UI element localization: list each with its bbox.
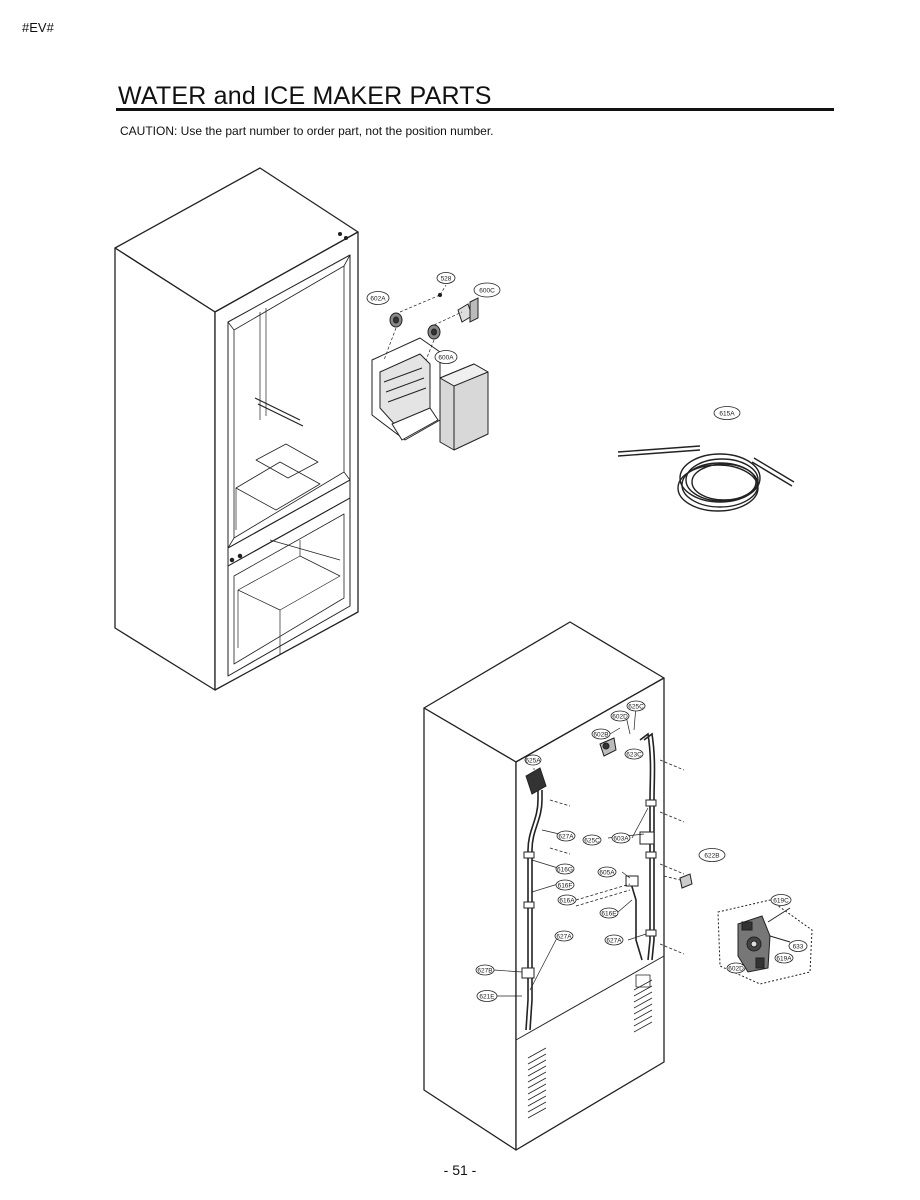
callout-603A: 603A <box>611 832 631 844</box>
callout-528: 528 <box>436 272 456 284</box>
callout-602D: 602D <box>610 710 630 722</box>
svg-text:625C: 625C <box>584 838 600 845</box>
page-number: - 51 - <box>443 1162 477 1178</box>
callout-627A-right: 627A <box>604 934 624 946</box>
svg-text:602D: 602D <box>728 966 744 973</box>
callout-600A: 600A <box>434 350 458 364</box>
svg-text:623C: 623C <box>626 752 642 759</box>
callout-616A: 616A <box>557 894 577 906</box>
svg-text:627A: 627A <box>558 834 574 841</box>
svg-text:528: 528 <box>441 276 452 283</box>
callout-600C: 600C <box>473 282 501 298</box>
callout-602B: 602B <box>591 728 611 740</box>
callout-621E: 621E <box>476 990 498 1002</box>
callout-623C: 623C <box>624 748 644 760</box>
caution-note: CAUTION: Use the part number to order pa… <box>120 124 494 138</box>
svg-text:622B: 622B <box>704 853 719 860</box>
svg-text:633: 633 <box>793 944 804 951</box>
svg-text:625C: 625C <box>628 704 644 711</box>
callout-602D-valve: 602D <box>726 962 746 974</box>
refrigerator-cabinet-rear <box>423 621 665 1151</box>
svg-text:615A: 615A <box>719 411 735 418</box>
callout-615A: 615A <box>713 406 741 420</box>
svg-text:616E: 616E <box>601 911 617 918</box>
svg-text:602B: 602B <box>593 732 608 739</box>
model-tag: #EV# <box>22 20 54 35</box>
callout-627A-middle: 627A <box>554 930 574 942</box>
svg-text:625A: 625A <box>525 758 541 765</box>
title-rule <box>116 108 834 111</box>
svg-text:600C: 600C <box>479 288 495 295</box>
callout-627A-upper: 627A <box>556 830 576 842</box>
svg-text:616A: 616A <box>559 898 575 905</box>
ice-maker-assembly <box>371 337 489 451</box>
callout-622B: 622B <box>698 848 726 862</box>
svg-text:602A: 602A <box>370 296 386 303</box>
callout-616E: 616E <box>599 907 619 919</box>
svg-text:627A: 627A <box>606 938 622 945</box>
callout-627B: 627B <box>475 964 495 976</box>
callout-616G: 616G <box>555 863 575 875</box>
callout-633: 633 <box>788 940 808 952</box>
svg-text:603A: 603A <box>613 836 629 843</box>
svg-text:602D: 602D <box>612 714 628 721</box>
callout-605A: 605A <box>597 866 617 878</box>
rear-tube-clamps <box>521 799 657 979</box>
svg-text:605A: 605A <box>599 870 615 877</box>
svg-text:619A: 619A <box>776 956 792 963</box>
water-tube-coil <box>617 445 795 512</box>
rear-dashed-fasteners <box>549 759 685 955</box>
callout-625C-lower: 625C <box>582 834 602 846</box>
refrigerator-cabinet-front <box>114 167 359 691</box>
callout-619A: 619A <box>774 952 794 964</box>
svg-text:616F: 616F <box>558 883 573 890</box>
svg-text:627A: 627A <box>556 934 572 941</box>
page-title: WATER and ICE MAKER PARTS <box>118 82 492 110</box>
ice-maker-small-parts <box>389 292 479 340</box>
rear-valve-parts <box>525 737 693 889</box>
svg-text:616G: 616G <box>557 867 573 874</box>
svg-text:621E: 621E <box>479 994 495 1001</box>
water-valve-assembly <box>717 899 813 985</box>
callout-619C: 619C <box>770 894 792 906</box>
callout-625C: 625C <box>626 700 646 712</box>
ice-maker-leader-lines <box>383 284 463 361</box>
svg-text:619C: 619C <box>773 898 789 905</box>
callout-625A: 625A <box>524 754 542 766</box>
callout-602A: 602A <box>366 291 390 305</box>
callout-616F: 616F <box>555 879 575 891</box>
svg-text:600A: 600A <box>438 355 454 362</box>
svg-text:627B: 627B <box>477 968 492 975</box>
